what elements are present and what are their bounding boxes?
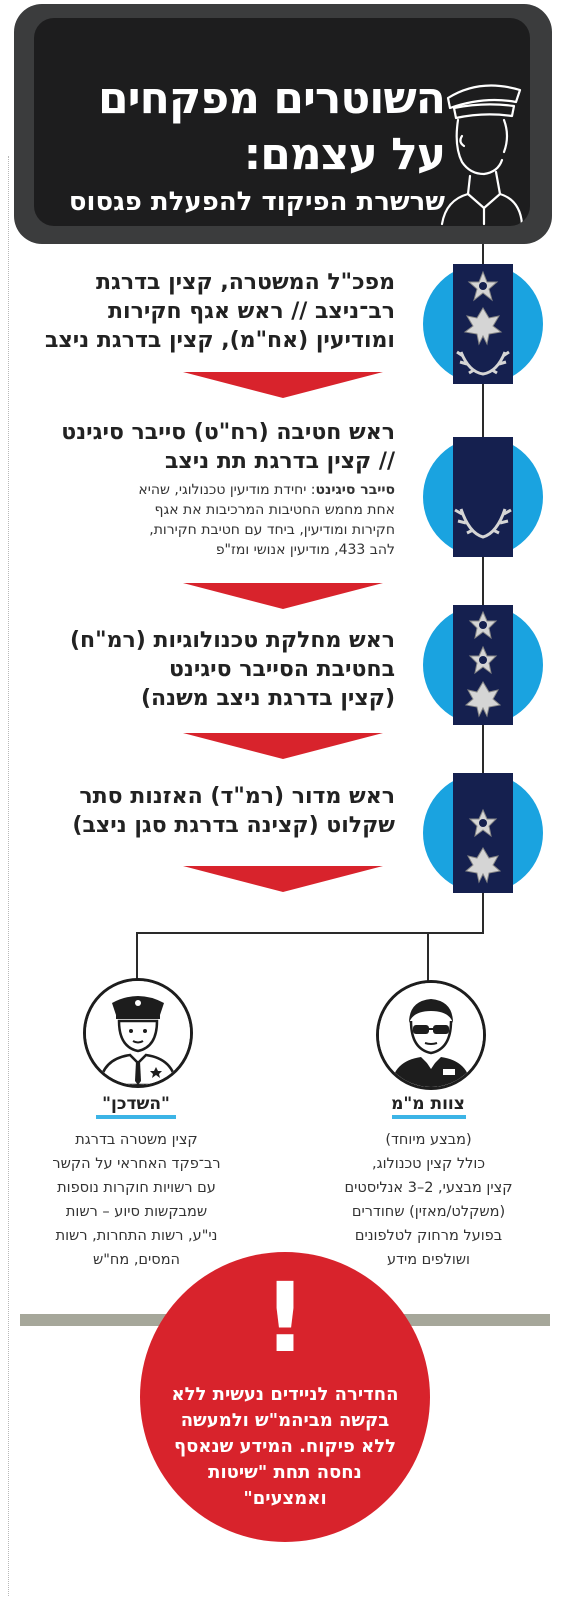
matchmaker-figure <box>83 978 193 1088</box>
desc-line: (מבצע מיוחד) <box>385 1132 472 1148</box>
matchmaker-underline <box>96 1115 176 1119</box>
rank-text-brigadier: ראש חטיבה (רח"ט) סייבר סיגינט // קצין בד… <box>61 418 395 476</box>
text-line: ראש חטיבה (רח"ט) סייבר סיגינט <box>61 420 395 445</box>
title-line-2: על עצמם: <box>243 129 446 180</box>
exclamation-icon: ! <box>263 1262 307 1374</box>
leaf-emblem <box>463 307 503 346</box>
text-line: מפכ"ל המשטרה, קצין בדרגת <box>95 270 395 295</box>
warning-line: החדירה לניידים נעשית ללא <box>171 1384 399 1405</box>
title-line-1: השוטרים מפקחים <box>98 73 446 124</box>
desc-line: רב־פקד האחראי על הקשר <box>52 1156 221 1172</box>
warning-line: ללא פיקוח. המידע שנאסף <box>173 1436 396 1457</box>
page-guide-line <box>8 156 9 1596</box>
rank-badge-commissioner <box>423 264 543 384</box>
subtitle: שרשרת הפיקוד להפעלת פגסוס <box>68 187 445 217</box>
desc-line: עם רשויות חוקרות נוספות <box>57 1180 216 1196</box>
text-line: (קצין בדרגת ניצב משנה) <box>140 686 395 711</box>
desc-line: המסים, מח"ש <box>92 1252 181 1268</box>
special-ops-team-underline <box>392 1115 466 1119</box>
rank-badge-colonel <box>423 605 543 725</box>
star-emblem <box>468 610 498 640</box>
special-ops-team-description: (מבצע מיוחד) כולל קצין טכנולוג, קצין מבצ… <box>321 1128 536 1272</box>
down-arrow <box>183 866 383 892</box>
wreath-emblem <box>454 508 512 539</box>
branch-line-left <box>136 932 138 980</box>
branch-line-right <box>427 932 429 982</box>
matchmaker-label: "השדכן" <box>102 1094 170 1114</box>
desc-line: שמבקשות סיוע – רשות <box>65 1204 208 1220</box>
rank-text-colonel: ראש מחלקת טכנולוגיות (רמ"ח) בחטיבת הסייב… <box>70 626 395 713</box>
star-emblem <box>468 645 498 675</box>
chain-connector <box>482 244 484 934</box>
warning-line: בקשה מביהמ"ש ולמעשה <box>180 1410 390 1431</box>
note-line: אחת מחמש החטיבות המרכיבות את אגף <box>154 502 396 518</box>
cyber-sigint-note: סייבר סיגינט: יחידת מודיעין טכנולוגי, שה… <box>138 480 395 560</box>
down-arrow <box>183 733 383 759</box>
rank-text-lt-colonel: ראש מדור (רמ"ד) האזנות סתר שקלוט (קצינה … <box>72 782 395 840</box>
desc-line: ני"ע, רשות התחרות, רשות <box>55 1228 218 1244</box>
header-panel: השוטרים מפקחים על עצמם: שרשרת הפיקוד להפ… <box>34 18 530 226</box>
desc-line: בפועל מרחוק לטלפונים <box>354 1228 503 1244</box>
text-line: // קצין בדרגת תת ניצב <box>164 449 395 474</box>
star-emblem <box>468 808 498 838</box>
branch-line <box>136 932 484 934</box>
desc-line: קצין מבצעי, 2–3 אנליסטים <box>344 1180 513 1196</box>
text-line: רב־ניצב // ראש אגף חקירות <box>108 299 395 324</box>
special-ops-team-figure <box>376 980 486 1090</box>
down-arrow <box>183 583 383 609</box>
desc-line: כולל קצין טכנולוג, <box>371 1156 485 1172</box>
text-line: שקלוט (קצינה בדרגת סגן ניצב) <box>72 813 395 838</box>
leaf-emblem <box>464 847 502 884</box>
desc-line: ושולפים מידע <box>386 1252 471 1268</box>
agent-avatar-icon <box>379 983 483 1087</box>
wreath-emblem <box>456 350 510 376</box>
warning-line: נחסה תחת "שיטות <box>208 1462 362 1483</box>
desc-line: קצין משטרה בדרגת <box>75 1132 198 1148</box>
text-line: ראש מדור (רמ"ד) האזנות סתר <box>79 784 395 809</box>
note-line: : יחידת מודיעין טכנולוגי, שהיא <box>138 482 316 498</box>
desc-line: (משקלט/מאזין) שחודרים <box>351 1204 506 1220</box>
text-line: ראש מחלקת טכנולוגיות (רמ"ח) <box>69 628 395 653</box>
rank-text-commissioner: מפכ"ל המשטרה, קצין בדרגת רב־ניצב // ראש … <box>45 268 395 355</box>
warning-text: החדירה לניידים נעשית ללא בקשה מביהמ"ש ול… <box>140 1382 430 1512</box>
note-line: חקירות ומודיעין, ביחד עם חטיבת חקירות, <box>149 522 395 538</box>
warning-circle: ! החדירה לניידים נעשית ללא בקשה מביהמ"ש … <box>140 1252 430 1542</box>
text-line: ומודיעין (אח"מ), קצין בדרגת ניצב <box>44 328 395 353</box>
police-officer-avatar-icon <box>86 981 190 1085</box>
note-term: סייבר סיגינט <box>315 482 395 498</box>
rank-badge-brigadier <box>423 437 543 557</box>
note-line: להב 433, מודיעין אנושי ומז"פ <box>215 542 395 558</box>
down-arrow <box>183 372 383 398</box>
rank-badge-lt-colonel <box>423 773 543 893</box>
police-officer-icon <box>440 84 524 226</box>
star-emblem <box>467 270 499 302</box>
leaf-emblem <box>464 681 502 718</box>
special-ops-team-label: צוות מ"מ <box>391 1094 465 1114</box>
matchmaker-description: קצין משטרה בדרגת רב־פקד האחראי על הקשר ע… <box>29 1128 244 1272</box>
text-line: בחטיבת הסייבר סיגינט <box>168 657 395 682</box>
warning-line: ואמצעים" <box>243 1488 327 1509</box>
